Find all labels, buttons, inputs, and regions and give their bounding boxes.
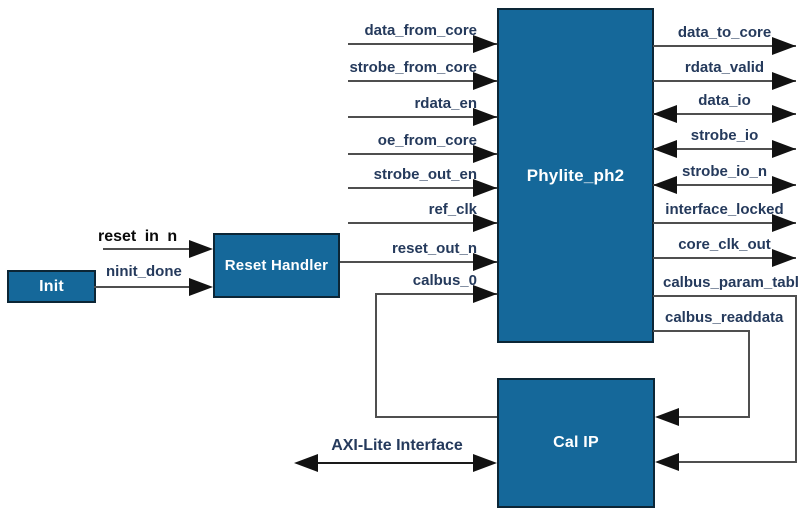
wire bbox=[653, 113, 796, 115]
arrowhead-right-icon bbox=[772, 72, 796, 90]
wire bbox=[348, 153, 497, 155]
signal-row-strobe-io-n: strobe_io_n bbox=[653, 161, 796, 194]
arrowhead-right-icon bbox=[772, 249, 796, 267]
block-phylite-ph2: Phylite_ph2 bbox=[497, 8, 654, 343]
signal-label: strobe_from_core bbox=[349, 59, 477, 76]
wire bbox=[348, 116, 497, 118]
wire bbox=[653, 184, 796, 186]
signal-label: rdata_en bbox=[414, 95, 477, 112]
connector-calbus-param-vertical bbox=[795, 295, 797, 463]
arrowhead-right-icon bbox=[772, 105, 796, 123]
block-init-label: Init bbox=[39, 277, 64, 295]
ninit-done-label: ninit_done bbox=[106, 263, 182, 280]
arrowhead-left-icon bbox=[294, 454, 318, 472]
arrowhead-left-icon bbox=[653, 176, 677, 194]
connector-calbus-param-return bbox=[679, 461, 797, 463]
wire bbox=[653, 330, 750, 332]
block-init: Init bbox=[7, 270, 96, 303]
signal-label: ref_clk bbox=[428, 201, 477, 218]
arrowhead-right-icon bbox=[473, 214, 497, 232]
reset-in-n-wire bbox=[103, 248, 191, 250]
signal-row-ref-clk: ref_clk bbox=[348, 199, 497, 232]
signal-row-oe-from-core: oe_from_core bbox=[348, 130, 497, 163]
arrowhead-left-icon bbox=[653, 140, 677, 158]
arrowhead-right-icon bbox=[473, 253, 497, 271]
arrowhead-right-icon bbox=[473, 35, 497, 53]
arrowhead-right-icon bbox=[772, 176, 796, 194]
arrowhead-right-icon bbox=[189, 240, 213, 258]
wire bbox=[653, 80, 796, 82]
arrowhead-right-icon bbox=[772, 140, 796, 158]
signal-label: data_to_core bbox=[677, 24, 772, 41]
arrowhead-right-icon bbox=[473, 145, 497, 163]
wire bbox=[348, 187, 497, 189]
wire bbox=[348, 43, 497, 45]
wire bbox=[653, 257, 796, 259]
signal-label: rdata_valid bbox=[684, 59, 765, 76]
signal-row-strobe-out-en: strobe_out_en bbox=[348, 164, 497, 197]
signal-label: data_io bbox=[698, 92, 751, 109]
signal-row-data-to-core: data_to_core bbox=[653, 22, 796, 55]
arrowhead-right-icon bbox=[473, 285, 497, 303]
arrowhead-left-icon bbox=[653, 105, 677, 123]
arrowhead-right-icon bbox=[473, 72, 497, 90]
signal-row-core-clk-out: core_clk_out bbox=[653, 234, 796, 267]
signal-row-data-io: data_io bbox=[653, 90, 796, 123]
wire bbox=[653, 148, 796, 150]
signal-row-reset-out-n: reset_out_n bbox=[340, 238, 497, 271]
wire bbox=[348, 80, 497, 82]
signal-label: calbus_0 bbox=[412, 272, 477, 289]
wire bbox=[340, 261, 497, 263]
signal-row-strobe-from-core: strobe_from_core bbox=[348, 57, 497, 90]
signal-label: reset_out_n bbox=[391, 240, 477, 257]
arrowhead-left-icon bbox=[655, 453, 679, 471]
wire bbox=[348, 222, 497, 224]
signal-label: strobe_io_n bbox=[681, 163, 768, 180]
wire bbox=[653, 45, 796, 47]
arrowhead-right-icon bbox=[772, 37, 796, 55]
wire bbox=[653, 295, 797, 297]
ninit-done-wire bbox=[94, 286, 191, 288]
connector-calbus0-horizontal bbox=[375, 416, 497, 418]
signal-label: calbus_param_tabl bbox=[663, 274, 799, 291]
arrowhead-right-icon bbox=[772, 214, 796, 232]
arrowhead-right-icon bbox=[473, 179, 497, 197]
block-reset-handler-label: Reset Handler bbox=[224, 257, 329, 274]
axi-lite-wire bbox=[310, 462, 480, 464]
signal-row-calbus-readdata: calbus_readdata bbox=[653, 307, 809, 332]
block-phylite-ph2-label: Phylite_ph2 bbox=[526, 165, 625, 185]
connector-calbus-readdata-return bbox=[679, 416, 750, 418]
signal-row-data-from-core: data_from_core bbox=[348, 20, 497, 53]
signal-label: core_clk_out bbox=[678, 236, 771, 253]
reset-in-n-label: reset in n bbox=[98, 228, 178, 245]
signal-row-strobe-io: strobe_io bbox=[653, 125, 796, 158]
signal-label: strobe_out_en bbox=[373, 166, 477, 183]
block-cal-ip-label: Cal IP bbox=[553, 434, 599, 451]
arrowhead-left-icon bbox=[655, 408, 679, 426]
signal-row-interface-locked: interface_locked bbox=[653, 199, 796, 232]
signal-row-rdata-en: rdata_en bbox=[348, 93, 497, 126]
axi-lite-interface-label: AXI-Lite Interface bbox=[331, 437, 463, 454]
signal-label: interface_locked bbox=[665, 201, 784, 218]
arrowhead-right-icon bbox=[473, 108, 497, 126]
connector-calbus0-vertical bbox=[375, 293, 377, 418]
signal-label: oe_from_core bbox=[377, 132, 477, 149]
signal-label: data_from_core bbox=[364, 22, 477, 39]
connector-calbus-readdata-vertical bbox=[748, 330, 750, 418]
signal-row-calbus-param-tabl: calbus_param_tabl bbox=[653, 272, 809, 297]
signal-row-rdata-valid: rdata_valid bbox=[653, 57, 796, 90]
wire bbox=[375, 293, 497, 295]
arrowhead-right-icon bbox=[189, 278, 213, 296]
block-reset-handler: Reset Handler bbox=[213, 233, 340, 298]
signal-label: calbus_readdata bbox=[665, 309, 784, 326]
block-cal-ip: Cal IP bbox=[497, 378, 655, 508]
arrowhead-right-icon bbox=[473, 454, 497, 472]
signal-row-calbus-0: calbus_0 bbox=[375, 270, 497, 303]
signal-label: strobe_io bbox=[690, 127, 759, 144]
wire bbox=[653, 222, 796, 224]
